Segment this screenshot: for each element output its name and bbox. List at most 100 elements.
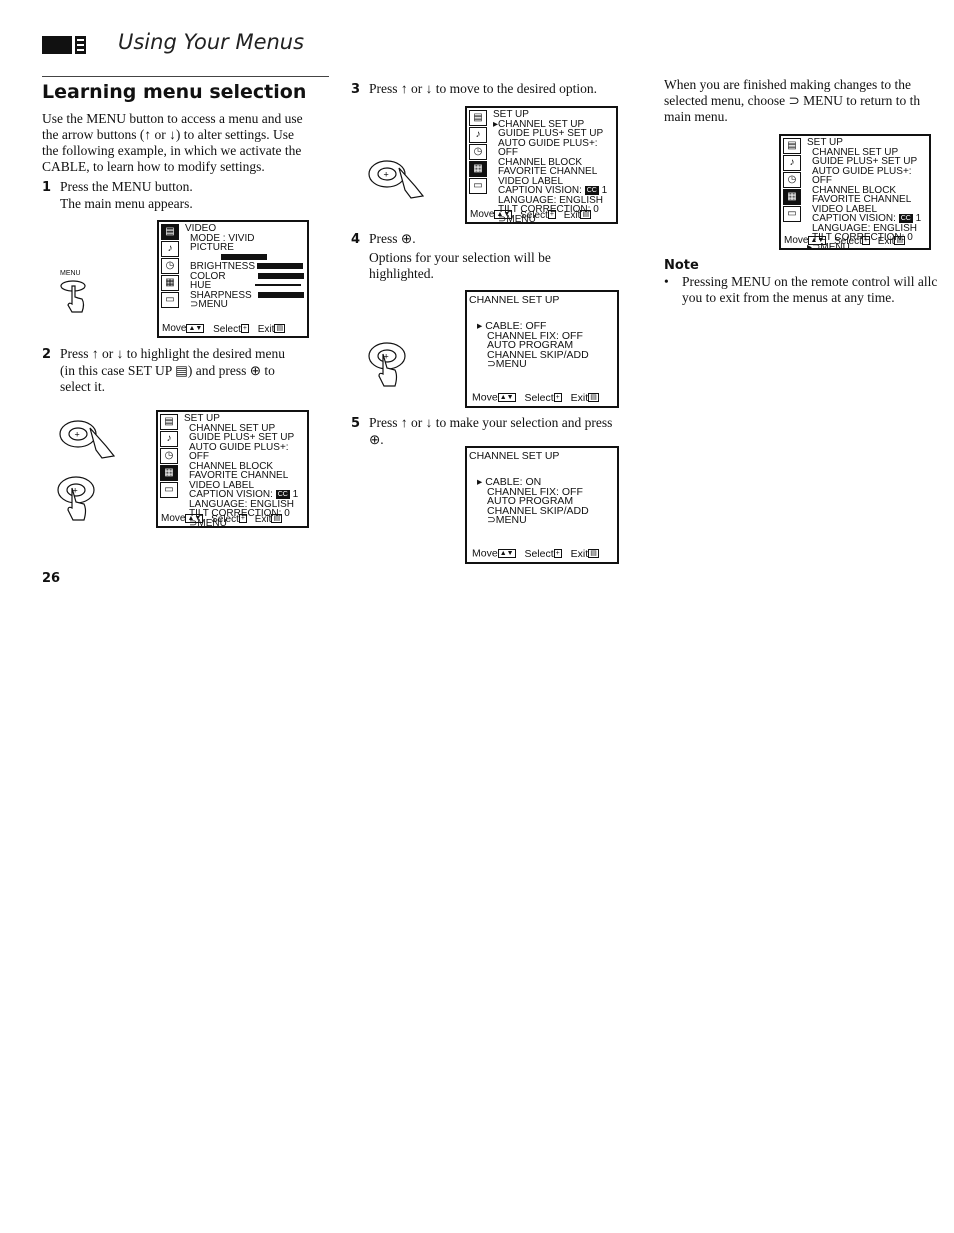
menu-footer: Move▲▼ Select+ Exit▤ [472, 547, 599, 560]
pip-icon: ▭ [469, 178, 487, 194]
video-icon: ▤ [161, 224, 179, 240]
select-key-icon: + [238, 514, 247, 524]
timer-icon: ◷ [161, 258, 179, 274]
setup-icon: ▦ [783, 189, 801, 205]
step-text: Press ↑ or ↓ to highlight the desired me… [60, 346, 285, 361]
audio-icon: ♪ [469, 127, 487, 143]
menu-title: SET UP [184, 413, 220, 424]
menu-item: AUTO GUIDE PLUS+: OFF [498, 137, 598, 158]
menu-item: VIDEO LABEL [498, 175, 564, 187]
setup-icon: ▦ [160, 465, 178, 481]
select-key-icon: + [861, 236, 870, 246]
menu-item: CHANNEL BLOCK [498, 156, 583, 168]
timer-icon: ◷ [783, 172, 801, 188]
svg-text:+: + [75, 430, 80, 440]
menu-item: FAVORITE CHANNEL [812, 194, 912, 205]
menu-item: AUTO PROGRAM [487, 495, 574, 507]
setup-menu-step3: ▤ ♪ ◷ ▦ ▭ SET UP ▸CHANNEL SET UP GUIDE P… [465, 106, 618, 224]
audio-icon: ♪ [161, 241, 179, 257]
joystick-select-icon: + [368, 342, 406, 387]
intro-line: CABLE, to learn how to modify settings. [42, 159, 265, 174]
menu-item: CHANNEL SET UP [812, 146, 899, 158]
step-number: 3 [351, 82, 361, 97]
move-key-icon: ▲▼ [185, 514, 204, 524]
menu-title: SET UP [807, 137, 843, 148]
svg-text:+: + [384, 170, 389, 180]
menu-item: GUIDE PLUS+ SET UP [189, 432, 295, 443]
finish-line: selected menu, choose ⊃ MENU to return t… [664, 93, 921, 108]
video-icon: ▤ [160, 414, 178, 430]
step-text: Options for your selection will be [369, 250, 551, 265]
menu-item: FAVORITE CHANNEL [189, 470, 289, 481]
step-text: ⊕. [369, 432, 384, 447]
pip-icon: ▭ [160, 482, 178, 498]
selection-arrow-icon: ▸ [493, 118, 499, 130]
menu-item: CHANNEL BLOCK [189, 460, 274, 472]
menu-item: PICTURE [190, 242, 234, 253]
menu-footer: Move▲▼ Select+ Exit▤ [472, 391, 599, 404]
level-bar [255, 284, 302, 287]
step-number: 4 [351, 232, 361, 247]
menu-item: LANGUAGE: ENGLISH [498, 194, 604, 206]
video-icon: ▤ [783, 138, 801, 154]
joystick-move-icon: + [368, 160, 425, 199]
step-number: 1 [42, 180, 52, 195]
section-title: Learning menu selection [42, 81, 307, 103]
video-icon: ▤ [469, 110, 487, 126]
setup-menu-step2: ▤ ♪ ◷ ▦ ▭ SET UP CHANNEL SET UP GUIDE PL… [156, 410, 309, 528]
level-bar [257, 291, 304, 298]
menu-item: ⊃MENU [498, 213, 536, 225]
step-text: The main menu appears. [60, 196, 193, 211]
menu-item: TILT CORRECTION: 0 [498, 204, 599, 216]
menu-title: CHANNEL SET UP [469, 294, 560, 306]
menu-item: CHANNEL SKIP/ADD [487, 504, 589, 517]
caption-icon: CC [275, 490, 290, 499]
menu-item: SHARPNESS [190, 289, 252, 301]
step-text: (in this case SET UP ▤) and press ⊕ to [60, 363, 275, 378]
joystick-select-icon: + [57, 476, 95, 521]
menu-item: AUTO GUIDE PLUS+: OFF [812, 165, 912, 186]
menu-item: LANGUAGE: ENGLISH [189, 498, 295, 510]
menu-item: CHANNEL SKIP/ADD [487, 348, 589, 361]
menu-footer: Move▲▼ Select+ Exit▤ [162, 323, 286, 335]
menu-item: VIDEO LABEL [189, 479, 255, 491]
page-number: 26 [42, 571, 61, 586]
menu-item-selected: CABLE: OFF [485, 320, 547, 332]
finish-paragraph: When you are finished making changes to … [664, 77, 949, 125]
channel-setup-menu-2: CHANNEL SET UP ▸ CABLE: ON CHANNEL FIX: … [465, 446, 619, 564]
menu-item: CHANNEL BLOCK [812, 184, 897, 196]
step-text: Press ↑ or ↓ to make your selection and … [369, 415, 613, 430]
setup-menu-finish: ▤ ♪ ◷ ▦ ▭ SET UP CHANNEL SET UP GUIDE PL… [779, 134, 931, 253]
menu-item: CHANNEL FIX: OFF [487, 485, 583, 498]
bullet-icon: • [664, 274, 669, 289]
step-text: Press ⊕. [369, 231, 416, 246]
menu-footer: Move▲▼ Select+ Exit▤ [470, 209, 592, 221]
menu-title: SET UP [493, 109, 529, 120]
intro-line: Use the MENU button to access a menu and… [42, 111, 303, 126]
menu-logo-icon [42, 36, 86, 54]
menu-item: ⊃MENU [190, 299, 228, 310]
move-key-icon: ▲▼ [808, 236, 827, 246]
menu-item-selected: CABLE: ON [485, 476, 542, 488]
select-key-icon: + [553, 549, 562, 559]
level-bar [221, 253, 267, 260]
menu-title: CHANNEL SET UP [469, 450, 560, 462]
select-key-icon: + [547, 210, 556, 220]
audio-icon: ♪ [160, 431, 178, 447]
svg-text:+: + [73, 486, 78, 496]
menu-item: CHANNEL SET UP [189, 422, 276, 434]
menu-button-label: MENU [60, 270, 81, 277]
menu-item: GUIDE PLUS+ SET UP [498, 128, 604, 139]
menu-item-selected: ⊃MENU [812, 241, 850, 253]
finish-line: main menu. [664, 109, 728, 124]
menu-item: VIDEO LABEL [812, 203, 878, 215]
level-bar [257, 272, 304, 279]
svg-text:+: + [384, 352, 389, 362]
finish-line: When you are finished making changes to … [664, 77, 912, 92]
selection-arrow-icon: ▸ [807, 241, 813, 253]
pip-icon: ▭ [161, 292, 179, 308]
menu-item: MODE : VIVID [190, 232, 255, 244]
